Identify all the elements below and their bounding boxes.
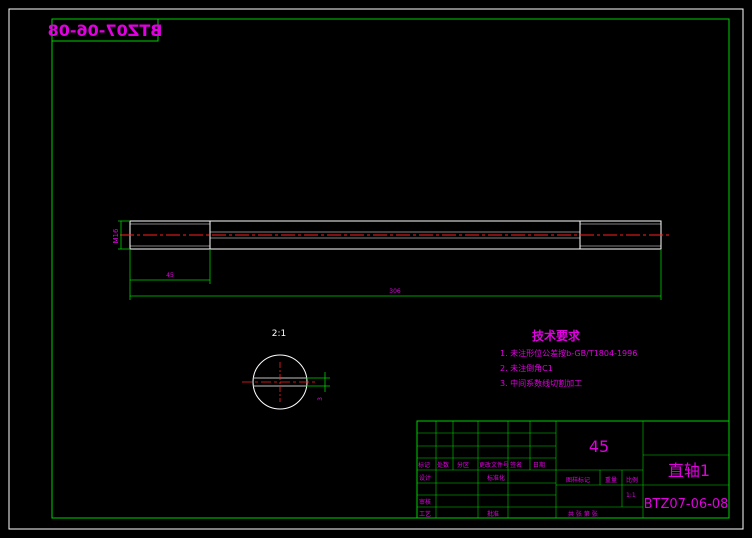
tech-req-title: 技术要求 [532, 328, 581, 343]
revision-grid [417, 421, 557, 518]
role-label-0: 设计 [419, 474, 431, 482]
mirrored-code-text: BTZ07-06-08 [48, 21, 163, 40]
slot-dimension-label: 3 [317, 397, 324, 401]
role-label-1: 标准化 [487, 474, 505, 482]
rev-header-2: 分区 [457, 461, 469, 469]
material-value: 45 [589, 437, 609, 456]
role-label-3: 工艺 [419, 510, 431, 518]
tech-req-item-1: 1. 未注形位公差按b-GB/T1804-1996 [500, 348, 637, 358]
overall-length-label: 306 [389, 288, 401, 295]
role-label-4: 批准 [487, 510, 499, 518]
detail-scale-label: 2:1 [272, 329, 286, 339]
section-view: 2:1 3 [242, 329, 330, 410]
tech-req-item-3: 3. 中间系数线切割加工 [500, 378, 582, 388]
part-name: 直轴1 [668, 461, 710, 480]
thread-length-label: 45 [166, 272, 174, 279]
rev-header-4: 签名 [510, 461, 522, 469]
technical-requirements: 技术要求 1. 未注形位公差按b-GB/T1804-1996 2. 未注倒角C1… [500, 328, 637, 388]
scale-mark-label: 图样标记 [566, 476, 590, 484]
middle-grid [556, 421, 729, 518]
role-label-2: 审核 [419, 498, 431, 506]
thread-length-dimension: 45 [129, 249, 211, 300]
inner-frame [51, 18, 730, 519]
ratio-label: 比例 [626, 476, 638, 484]
ratio-value: 1:1 [626, 492, 636, 499]
shaft-view [120, 220, 672, 250]
title-block: 标记 处数 分区 更改文件号 签名 日期 设计 标准化 审核 工艺 批准 45 … [416, 420, 730, 519]
outer-border [8, 8, 744, 530]
rev-header-1: 处数 [437, 461, 449, 469]
diameter-label: M16 [112, 228, 120, 243]
mirrored-code-box: BTZ07-06-08 [48, 18, 163, 42]
sheet-count: 共 张 第 张 [568, 510, 598, 518]
weight-label: 重量 [605, 476, 617, 484]
tech-req-item-2: 2. 未注倒角C1 [500, 363, 553, 373]
rev-header-0: 标记 [418, 461, 430, 469]
rev-header-3: 更改文件号 [479, 461, 509, 469]
drawing-number: BTZ07-06-08 [644, 497, 729, 512]
diameter-dimension: M16 [112, 220, 130, 250]
rev-header-5: 日期 [533, 461, 545, 469]
overall-length-dimension: 306 [130, 249, 662, 300]
